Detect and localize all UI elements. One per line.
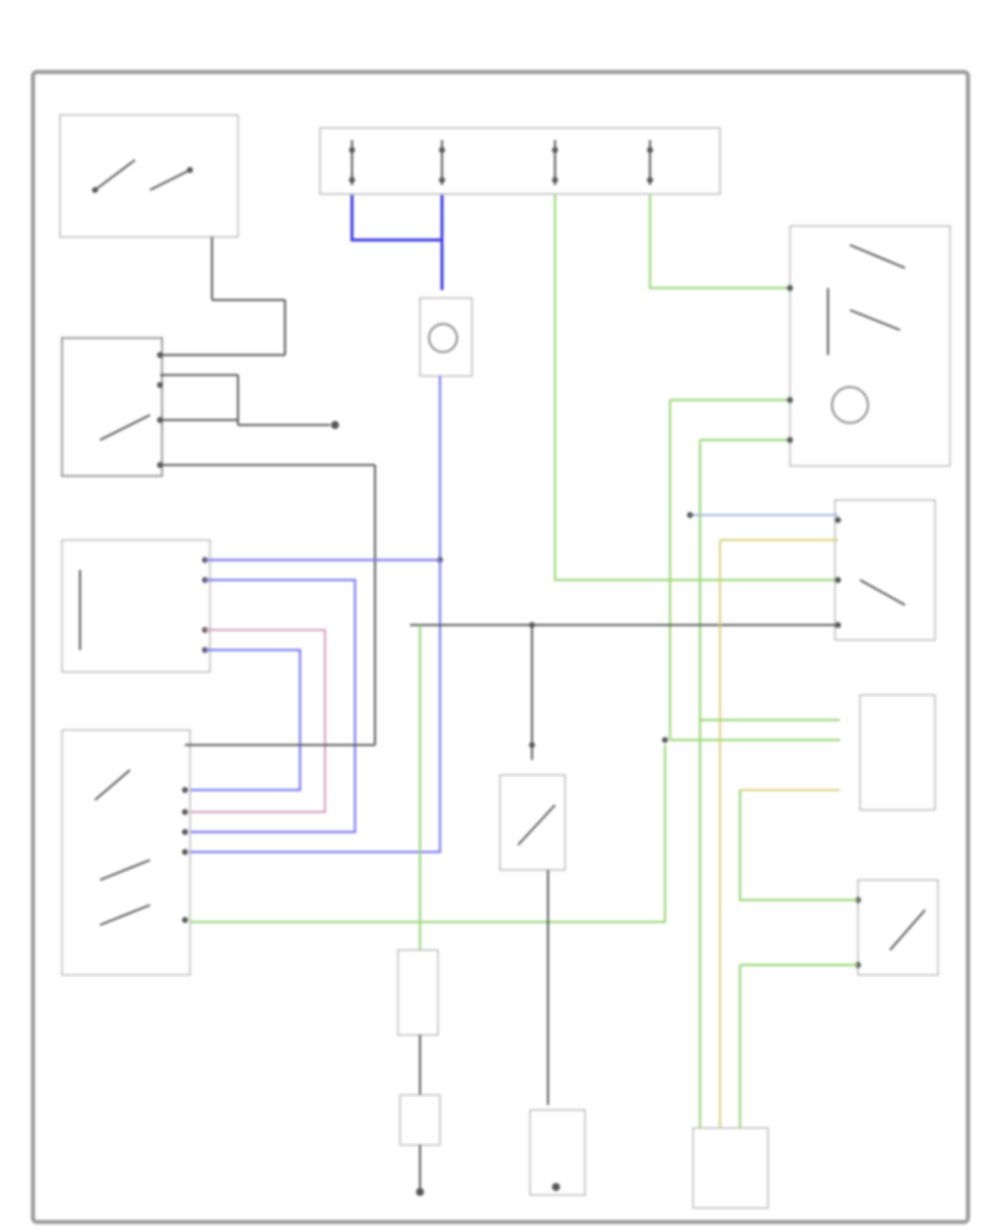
- ac-relay: [787, 225, 951, 467]
- fuse-2: [439, 140, 445, 185]
- blower-motor: [419, 297, 473, 377]
- blower-relay: [61, 337, 376, 745]
- fuse-1: [349, 140, 355, 185]
- control-module: [692, 1127, 769, 1209]
- compressor: [529, 1109, 586, 1196]
- pressure-switch: [834, 499, 936, 641]
- ignition-switch: [59, 114, 286, 356]
- thermal-protector: [499, 625, 566, 1105]
- fan-control-switch: [61, 729, 191, 976]
- fuse-3: [552, 140, 558, 185]
- diagram-frame: [31, 70, 970, 1224]
- fuse-4: [647, 140, 653, 185]
- blower-switch: [61, 539, 211, 673]
- dual-pressure-switch: [855, 879, 939, 976]
- thermo-amplifier: [859, 694, 936, 811]
- fuse-block: [319, 127, 721, 195]
- coolant-temp-switch: [397, 949, 441, 1196]
